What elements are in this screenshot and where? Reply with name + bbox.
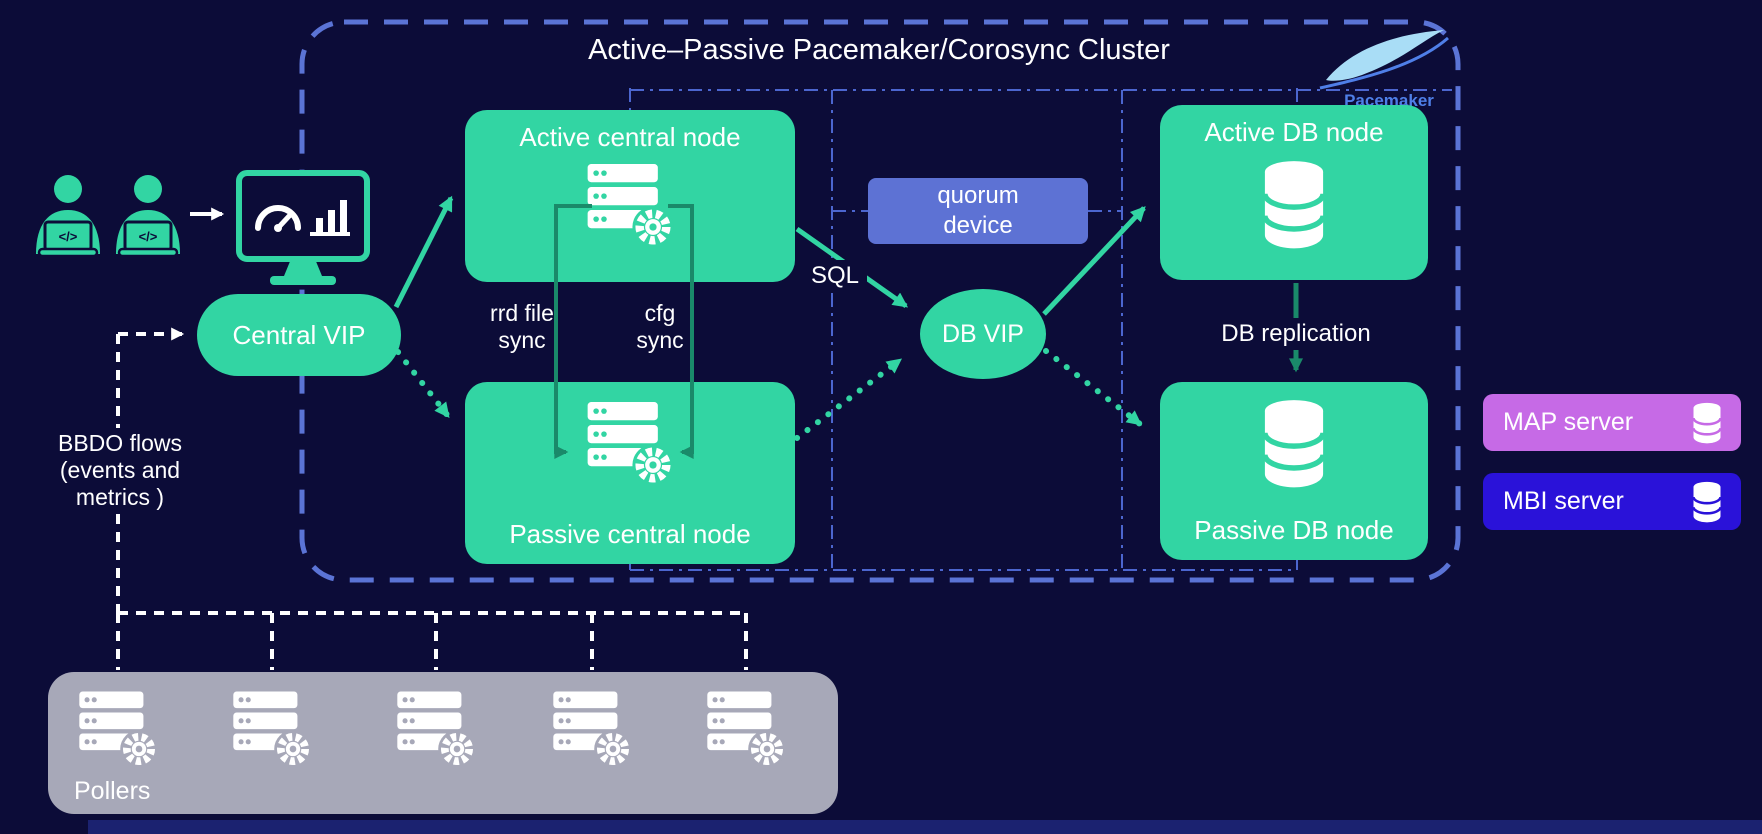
poller-server-icon (230, 686, 314, 770)
mbi-server-box: MBI server (1483, 473, 1741, 530)
pacemaker-logo: Pacemaker (1319, 30, 1449, 110)
map-server-label: MAP server (1503, 408, 1634, 436)
bottom-bar (88, 820, 1762, 834)
passive-central-label: Passive central node (509, 519, 751, 549)
database-icon (1255, 394, 1333, 491)
bbdo-flows-label: BBDO flows (events and metrics ) (50, 428, 190, 513)
active-db-label: Active DB node (1204, 117, 1384, 147)
arrow-dbvip-to-passive-db (1043, 348, 1143, 427)
pollers-label: Pollers (74, 777, 151, 805)
server-icon (584, 396, 676, 488)
pollers-group: Pollers (48, 672, 838, 814)
laptop-code-symbol: </> (59, 229, 78, 244)
database-icon (1255, 155, 1333, 252)
database-icon (1689, 400, 1725, 445)
poller-server-icon (704, 686, 788, 770)
active-db-node: Active DB node (1160, 105, 1428, 280)
passive-central-node: Passive central node (465, 382, 795, 564)
central-vip-node: Central VIP (197, 294, 401, 376)
arrow-vip-to-active-central (393, 195, 454, 309)
map-server-box: MAP server (1483, 394, 1741, 451)
passive-db-node: Passive DB node (1160, 382, 1428, 560)
cluster-title: Active–Passive Pacemaker/Corosync Cluste… (588, 34, 1170, 66)
user-icon: </> (36, 175, 100, 258)
active-central-node: Active central node (465, 110, 795, 282)
feather-quill-stroke (1319, 36, 1449, 90)
mbi-server-label: MBI server (1503, 487, 1624, 515)
active-central-label: Active central node (519, 122, 741, 152)
arrow-passive-central-to-dbvip (794, 357, 903, 441)
rrd-sync-label: rrd file sync (490, 300, 554, 353)
central-vip-label: Central VIP (232, 319, 366, 350)
user-icon: </> (116, 175, 180, 258)
monitoring-screen-icon (236, 170, 370, 285)
server-icon (584, 158, 676, 250)
poller-server-icon (394, 686, 478, 770)
cfg-sync-label: cfg sync (636, 300, 684, 353)
laptop-code-symbol: </> (139, 229, 158, 244)
quorum-device-label: quorum device (937, 182, 1019, 239)
arrow-vip-to-passive-central (395, 349, 451, 419)
db-vip-node: DB VIP (920, 289, 1046, 379)
db-replication-label: DB replication (1213, 318, 1379, 350)
poller-server-icon (76, 686, 160, 770)
db-vip-label: DB VIP (942, 319, 1024, 348)
gauge-icon (255, 205, 301, 231)
bar-chart-icon (310, 200, 350, 236)
sql-label: SQL (802, 260, 868, 292)
database-icon (1689, 479, 1725, 524)
quorum-device-node: quorum device (868, 178, 1088, 244)
passive-db-label: Passive DB node (1194, 515, 1394, 545)
feather-icon (1326, 30, 1444, 81)
poller-server-icon (550, 686, 634, 770)
